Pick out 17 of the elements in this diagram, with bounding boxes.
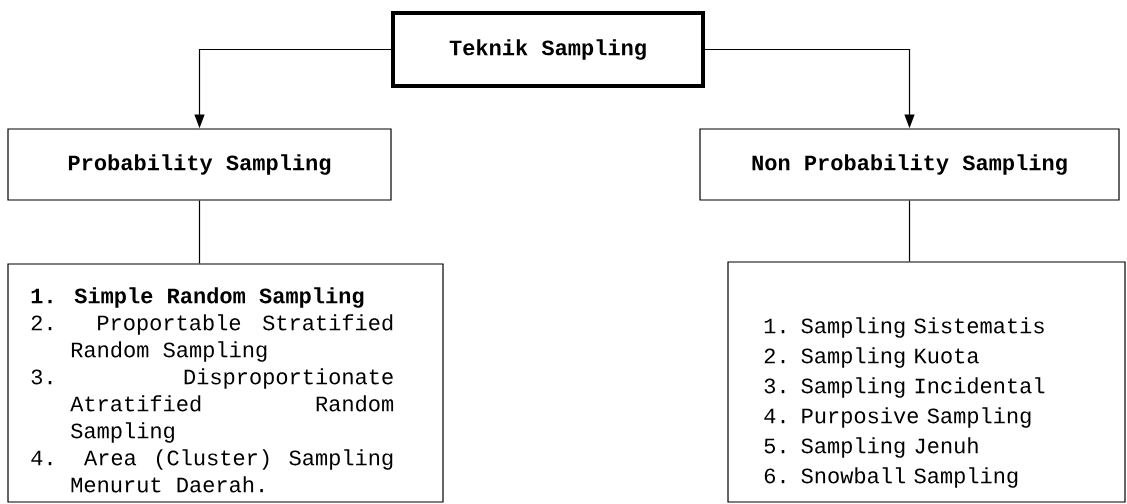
category-box: Probability Sampling (7, 128, 392, 201)
category-box: Non Probability Sampling (699, 128, 1120, 201)
list-item: 3. Disproportionate Atratified Random Sampling (31, 368, 394, 443)
list-item: 6. Snowball Sampling (764, 467, 1018, 488)
list-item: 2. Proportable Stratified Random Sampling (31, 314, 393, 362)
list-box (727, 261, 1126, 503)
list-item: 3. Sampling Incidental (764, 377, 1045, 398)
list-item: 5. Sampling Jenuh (764, 437, 978, 458)
list-item: 4. Area (Cluster) Sampling Menurut Daerah. (31, 449, 393, 493)
list-box (7, 263, 444, 503)
connector-line (198, 200, 201, 264)
list-item: 1. Sampling Sistematis (764, 317, 1044, 338)
list-item: 4. Purposive Sampling (764, 407, 1031, 428)
connector-line (908, 200, 911, 262)
list-item: 2. Sampling Kuota (764, 347, 979, 368)
title-box: Teknik Sampling (391, 11, 705, 88)
list-item: 1. Simple Random Sampling (31, 287, 364, 308)
